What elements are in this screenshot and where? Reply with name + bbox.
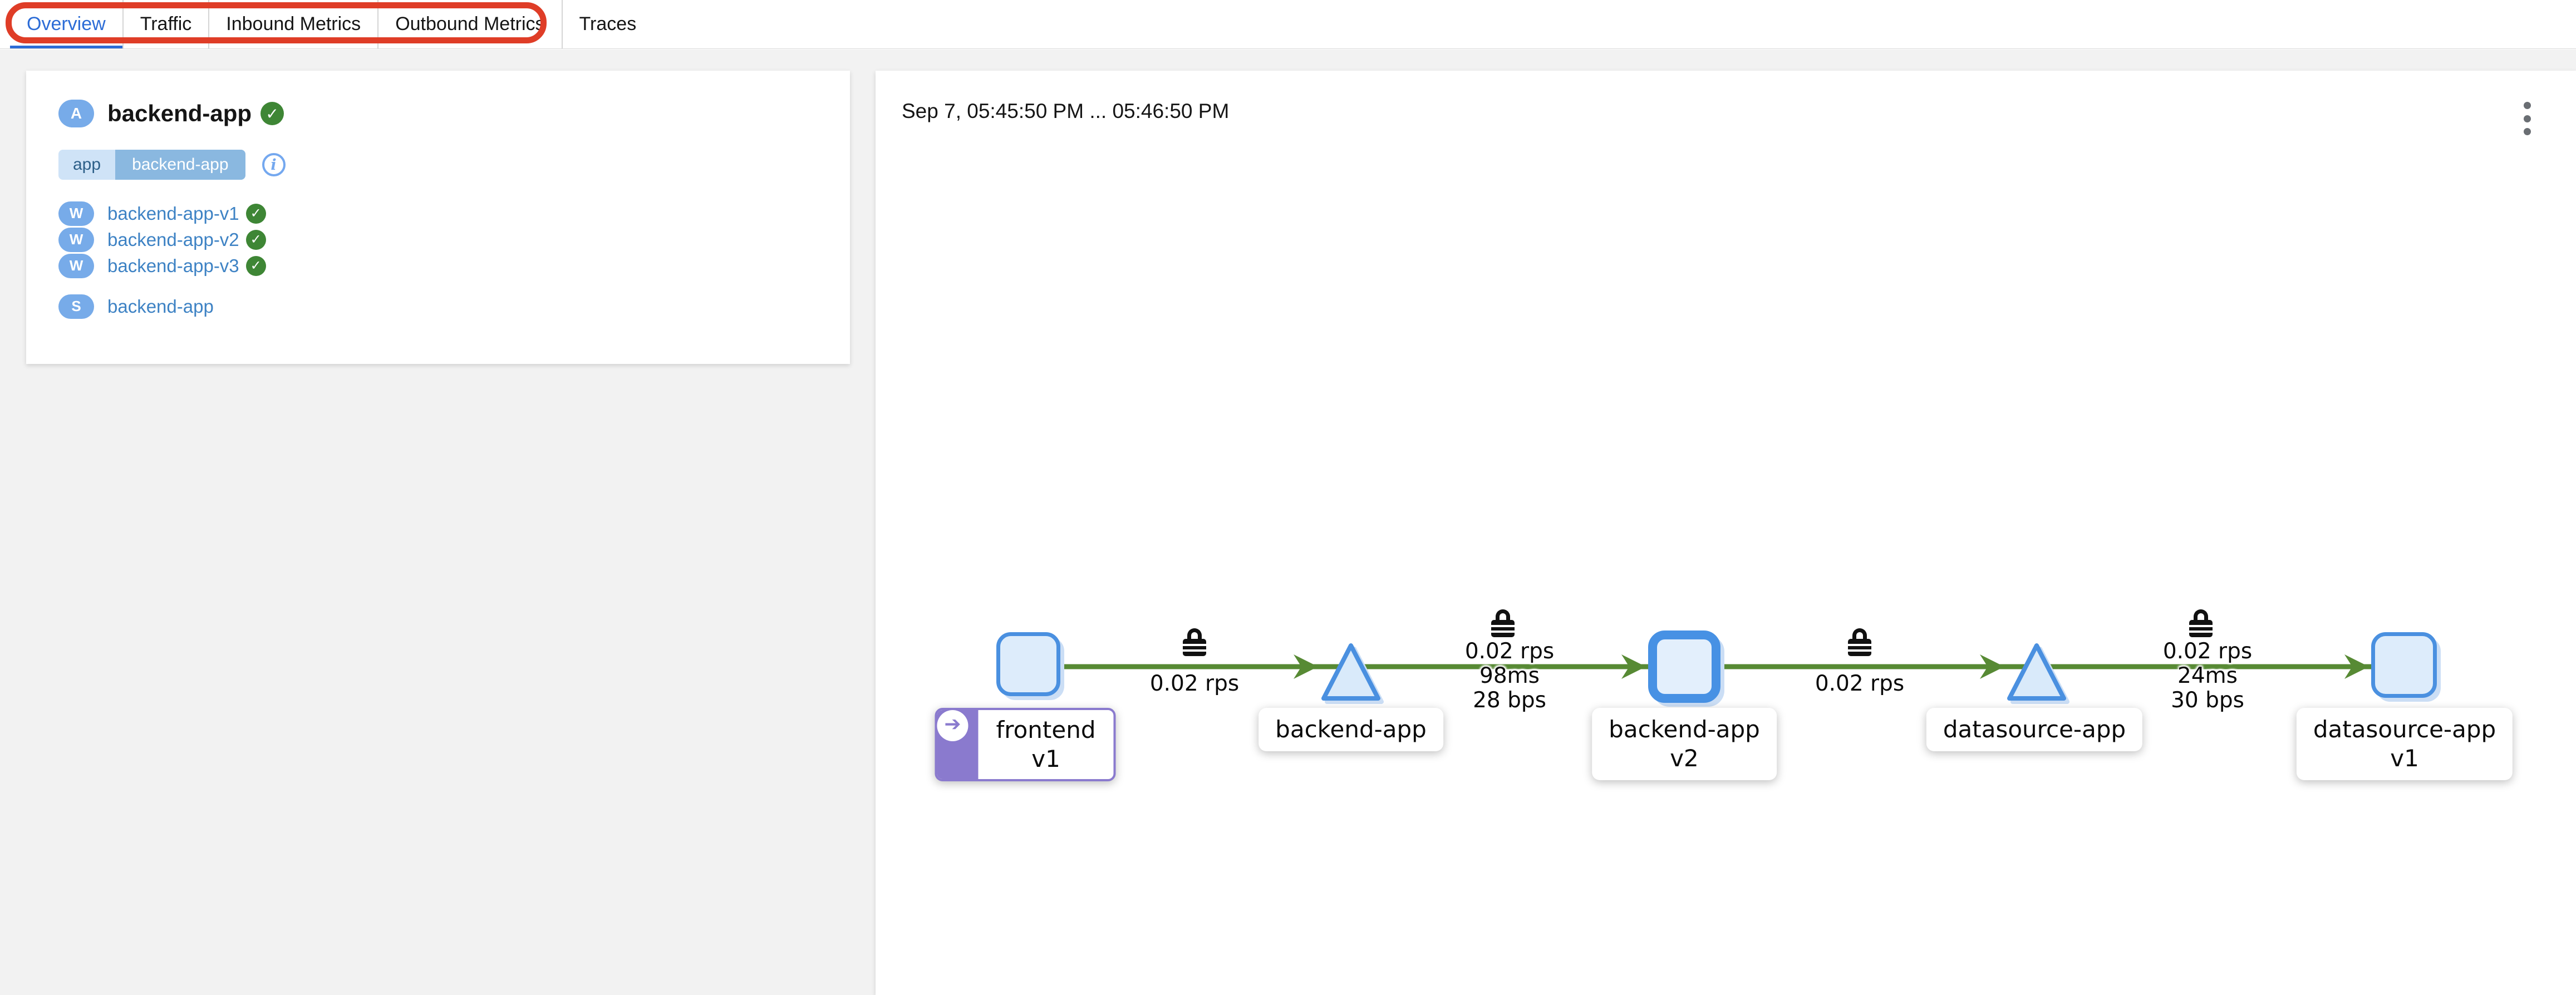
graph-node-label-datasource-app[interactable]: datasource-app <box>1926 708 2143 751</box>
health-ok-icon: ✓ <box>245 229 266 250</box>
kebab-dot <box>2523 102 2531 109</box>
workload-row: W backend-app-v2 ✓ <box>58 227 818 252</box>
app-label-chip: app backend-app <box>58 150 245 180</box>
kebab-dot <box>2523 128 2531 135</box>
health-ok-icon: ✓ <box>245 255 266 276</box>
workload-link-backend-app-v3[interactable]: backend-app-v3 <box>107 255 239 276</box>
service-link-backend-app[interactable]: backend-app <box>107 295 214 317</box>
mtls-lock-icon <box>1183 628 1206 656</box>
app-info-card: A backend-app ✓ app backend-app i W back… <box>26 71 850 364</box>
graph-node-label-backend-app-v2[interactable]: backend-app v2 <box>1592 708 1777 780</box>
mtls-lock-icon <box>1848 628 1871 656</box>
workload-row: W backend-app-v3 ✓ <box>58 253 818 278</box>
health-ok-icon: ✓ <box>260 102 284 125</box>
graph-node-label-datasource-app-v1[interactable]: datasource-app v1 <box>2296 708 2513 780</box>
service-row: S backend-app <box>58 294 818 319</box>
graph-overview-card: Sep 7, 05:45:50 PM ... 05:46:50 PM 0.02 … <box>876 71 2576 995</box>
workload-badge: W <box>58 253 94 278</box>
app-type-badge: A <box>58 100 94 127</box>
kebab-dot <box>2523 115 2531 122</box>
health-ok-icon: ✓ <box>245 203 266 224</box>
tab-inbound-metrics[interactable]: Inbound Metrics <box>208 0 377 48</box>
app-title-row: A backend-app ✓ <box>58 100 818 127</box>
edge-label[interactable]: 0.02 rps <box>1149 671 1240 696</box>
workload-link-backend-app-v1[interactable]: backend-app-v1 <box>107 203 239 224</box>
app-title: backend-app <box>107 100 252 126</box>
workload-list: W backend-app-v1 ✓ W backend-app-v2 ✓ W … <box>58 201 818 319</box>
graph-edges-layer <box>1060 654 2371 679</box>
tab-overview[interactable]: Overview <box>10 0 122 48</box>
workload-badge: W <box>58 201 94 226</box>
tab-traffic[interactable]: Traffic <box>122 0 209 48</box>
label-key: app <box>58 150 116 180</box>
graph-node-datasource-app-v1[interactable] <box>2371 632 2437 698</box>
service-badge: S <box>58 294 94 319</box>
mtls-lock-icon <box>1491 609 1515 637</box>
tab-traces[interactable]: Traces <box>561 0 653 48</box>
edge-label[interactable]: 0.02 rps 98ms 28 bps <box>1464 639 1555 713</box>
mtls-lock-icon <box>2189 609 2213 637</box>
edge-label[interactable]: 0.02 rps <box>1815 671 1905 696</box>
graph-node-label-backend-app[interactable]: backend-app <box>1258 708 1443 751</box>
label-value: backend-app <box>115 150 245 180</box>
graph-node-label-frontend-v1[interactable]: ➔ frontend v1 <box>935 708 1116 781</box>
graph-node-frontend-v1[interactable] <box>996 632 1060 696</box>
tab-outbound-metrics[interactable]: Outbound Metrics <box>377 0 561 48</box>
workload-link-backend-app-v2[interactable]: backend-app-v2 <box>107 229 239 250</box>
workload-row: W backend-app-v1 ✓ <box>58 201 818 226</box>
edge-label[interactable]: 0.02 rps 24ms 30 bps <box>2162 639 2253 713</box>
graph-node-datasource-app[interactable] <box>2005 642 2068 703</box>
graph-node-backend-app-v2[interactable] <box>1648 631 1720 703</box>
kebab-menu-icon[interactable] <box>2516 101 2538 136</box>
traffic-entry-badge: ➔ <box>937 710 979 779</box>
traffic-entry-arrow-icon: ➔ <box>937 710 969 741</box>
app-label-row: app backend-app i <box>58 150 818 180</box>
workload-badge: W <box>58 227 94 252</box>
graph-node-backend-app[interactable] <box>1320 642 1382 703</box>
info-icon[interactable]: i <box>262 153 286 176</box>
graph-time-range: Sep 7, 05:45:50 PM ... 05:46:50 PM <box>902 100 1230 122</box>
detail-tabbar: Overview Traffic Inbound Metrics Outboun… <box>0 0 2576 49</box>
